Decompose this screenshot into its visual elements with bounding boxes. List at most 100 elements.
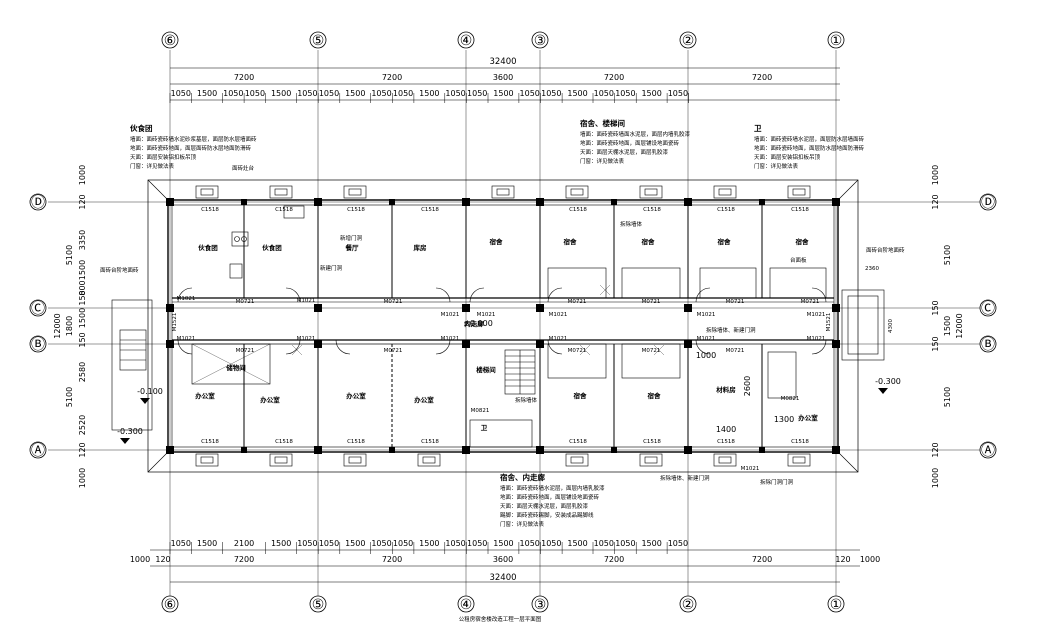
sub-dim-top: 1050 bbox=[668, 89, 688, 98]
door-code: M1521 bbox=[826, 313, 832, 332]
tag-oldstair: 面砖台阶地面砖 bbox=[100, 266, 139, 274]
note-canteen-line: 天面：面层安装铝扣板吊顶 bbox=[130, 153, 197, 161]
door-code: M1021 bbox=[807, 312, 826, 318]
column bbox=[832, 198, 840, 206]
axis-bubble bbox=[29, 299, 47, 317]
axis-label: ② bbox=[682, 597, 695, 613]
sub-dim-bottom: 1050 bbox=[393, 539, 413, 548]
column bbox=[684, 340, 692, 348]
door-code: M0721 bbox=[801, 299, 820, 305]
fine-dim-left: 1000 bbox=[78, 165, 87, 185]
room-label-office3: 办公室 bbox=[346, 391, 366, 400]
sub-dim-top: 1500 bbox=[345, 89, 365, 98]
fine-dim-left: 1000 bbox=[78, 468, 87, 488]
dim-4300: 4300 bbox=[888, 319, 894, 333]
window-code: C1518 bbox=[791, 207, 809, 213]
note-canteen-line: 门窗：详见做法表 bbox=[130, 162, 175, 170]
fine-dim-right: 150 bbox=[931, 336, 940, 351]
bay-dim-top: 7200 bbox=[752, 73, 772, 82]
depth-part-left: 5100 bbox=[65, 387, 74, 407]
fine-dim-left: 1500 bbox=[78, 308, 87, 328]
sub-dim-bottom: 1050 bbox=[668, 539, 688, 548]
bay-dim-bottom: 7200 bbox=[752, 555, 772, 564]
note-canteen-line: 地面：面砖瓷砖地面，面层面砖防水层地面防滑砖 bbox=[130, 144, 252, 152]
column bbox=[684, 198, 692, 206]
fine-dim-left: 150 bbox=[78, 290, 87, 305]
axis-bubble bbox=[979, 441, 997, 459]
door-code: M0721 bbox=[642, 299, 661, 305]
dim-1400: 1400 bbox=[716, 425, 736, 434]
axis-bubble bbox=[827, 31, 845, 49]
sub-dim-bottom: 1500 bbox=[641, 539, 661, 548]
note-wc-line: 墙面：面砖瓷砖墙水泥层，面层防水层墙面砖 bbox=[754, 135, 865, 143]
dim-1300: 1300 bbox=[774, 415, 794, 424]
window-code: C1518 bbox=[717, 207, 735, 213]
window-code: C1518 bbox=[421, 207, 439, 213]
column bbox=[611, 447, 617, 453]
axis-label: Ⓒ bbox=[31, 301, 45, 317]
sub-dim-top: 1050 bbox=[393, 89, 413, 98]
axis-bubble bbox=[29, 441, 47, 459]
sub-dim-top: 1500 bbox=[493, 89, 513, 98]
tag-wall2: 拆除墙体 bbox=[515, 396, 538, 404]
axis-label: ⑤ bbox=[312, 597, 325, 613]
window-code: C1518 bbox=[717, 439, 735, 445]
room-label-corridor: 内走廊 bbox=[464, 319, 484, 328]
edge-dim-right: 120 bbox=[835, 555, 850, 564]
room-label-storage: 库房 bbox=[414, 243, 428, 252]
room-label-dorm2: 宿舍 bbox=[564, 237, 578, 246]
fine-dim-left: 2580 bbox=[78, 362, 87, 382]
end-dim-left: 1000 bbox=[130, 555, 150, 564]
note-dorm-line: 墙面：面砖瓷砖墙面水泥层，面层内墙乳胶漆 bbox=[580, 130, 691, 138]
axis-label: ① bbox=[830, 597, 843, 613]
door-code: M1021 bbox=[741, 466, 760, 472]
room-label-wc: 卫 bbox=[481, 424, 488, 432]
door-code: M0721 bbox=[726, 348, 745, 354]
axis-bubble bbox=[29, 193, 47, 211]
dim-1000: 1000 bbox=[696, 351, 716, 360]
sub-dim-top: 1050 bbox=[467, 89, 487, 98]
sub-dim-bottom: 1050 bbox=[371, 539, 391, 548]
end-dim-right: 1000 bbox=[860, 555, 880, 564]
axis-label: ③ bbox=[534, 597, 547, 613]
column bbox=[166, 198, 174, 206]
sub-dim-top: 1050 bbox=[297, 89, 317, 98]
column bbox=[389, 199, 395, 205]
note-canteen-line: 墙面：面砖瓷砖墙水泥砂浆基层，面层防水层墙面砖 bbox=[130, 135, 257, 143]
column bbox=[462, 304, 470, 312]
fine-dim-right: 150 bbox=[931, 300, 940, 315]
note-office-title: 宿舍、内走廊 bbox=[500, 472, 545, 482]
note-wc-line: 天面：面层安装铝扣板吊顶 bbox=[754, 153, 821, 161]
sub-dim-top: 1050 bbox=[541, 89, 561, 98]
sub-dim-bottom: 2100 bbox=[234, 539, 254, 548]
room-label-stair: 楼梯间 bbox=[476, 365, 496, 374]
sub-dim-top: 1500 bbox=[567, 89, 587, 98]
window-code: C1518 bbox=[201, 439, 219, 445]
sub-dim-top: 1500 bbox=[419, 89, 439, 98]
column bbox=[166, 304, 174, 312]
fine-dim-right: 1000 bbox=[931, 468, 940, 488]
column bbox=[759, 199, 765, 205]
note-dorm-line: 天面：面层天棚水泥层，面层乳胶漆 bbox=[580, 148, 669, 156]
column bbox=[536, 304, 544, 312]
window-code: C1518 bbox=[201, 207, 219, 213]
room-label-office5: 办公室 bbox=[798, 413, 818, 422]
tag-newdoor: 新建门洞 bbox=[320, 264, 343, 272]
depth-part-left: 1800 bbox=[65, 316, 74, 336]
room-label-dorm7: 宿舍 bbox=[648, 391, 662, 400]
window-code: C1518 bbox=[569, 439, 587, 445]
room-label-canteen2: 伙食团 bbox=[262, 243, 282, 252]
bay-dim-top: 7200 bbox=[234, 73, 254, 82]
axis-label: ④ bbox=[460, 597, 473, 613]
window-code: C1518 bbox=[275, 207, 293, 213]
sub-dim-bottom: 1050 bbox=[297, 539, 317, 548]
axis-bubble bbox=[827, 595, 845, 613]
room-label-office2: 办公室 bbox=[260, 395, 280, 404]
tag-door2: 拆除门洞门洞 bbox=[760, 478, 794, 486]
column bbox=[314, 446, 322, 454]
column bbox=[389, 447, 395, 453]
axis-label: ⑥ bbox=[164, 33, 177, 49]
column bbox=[611, 199, 617, 205]
dim-2360: 2360 bbox=[865, 266, 879, 272]
